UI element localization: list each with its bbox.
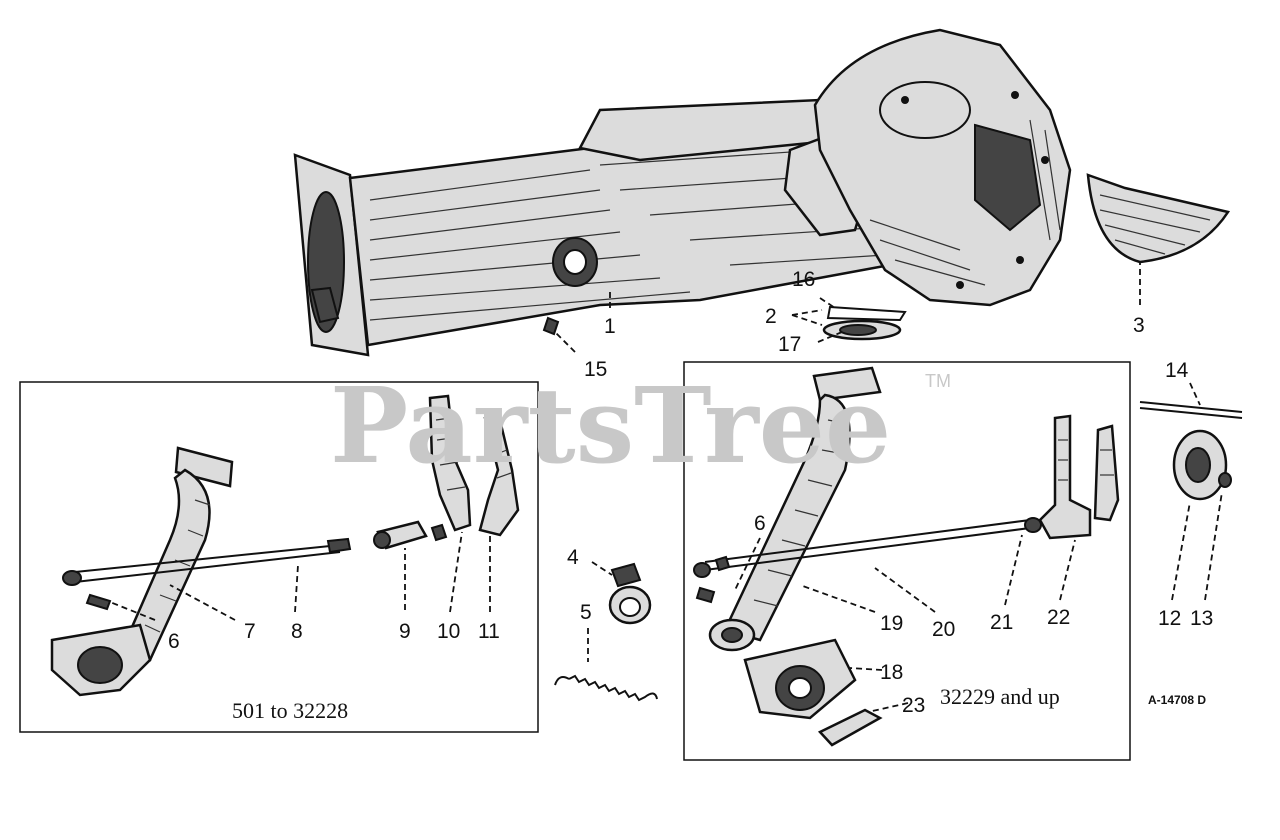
watermark-logo: PartsTree [330,364,891,487]
callout-1: 1 [604,315,616,338]
callout-4: 4 [567,546,579,569]
part-pedal-early [50,446,234,697]
part-pedal-late [708,366,882,652]
callout-12: 12 [1158,607,1181,630]
part-pin-right [695,586,716,604]
callout-23: 23 [902,694,925,717]
callout-13: 13 [1190,607,1213,630]
callout-17: 17 [778,333,801,356]
callout-8: 8 [291,620,303,643]
left-variant-box [19,381,539,733]
callout-21: 21 [990,611,1013,634]
part-housing [293,28,1072,357]
right-variant-box [683,361,1131,761]
callout-22: 22 [1047,606,1070,629]
part-gasket-assembly [822,305,907,341]
part-spring [554,674,658,702]
callout-2: 2 [765,305,777,328]
part-bracket [1024,414,1120,540]
callout-20: 20 [932,618,955,641]
callout-14: 14 [1165,359,1189,382]
part-rod-early [62,537,352,586]
right-box-range-label: 32229 and up [940,684,1060,709]
callout-numbers: 1 2 3 4 5 6 6 7 8 9 10 11 12 13 14 15 16… [168,268,1213,717]
callout-7: 7 [244,620,256,643]
part-yoke [373,520,448,550]
callout-3: 3 [1133,314,1145,337]
callout-19: 19 [880,612,903,635]
callout-9: 9 [399,620,411,643]
left-box-range-label: 501 to 32228 [232,698,348,723]
callout-5: 5 [580,601,592,624]
callout-6-left: 6 [168,630,180,653]
leader-lines [109,262,1223,713]
part-long-pin [1139,401,1243,419]
callout-16: 16 [792,268,815,291]
part-clamp [608,562,652,625]
watermark-trademark: TM [925,371,951,391]
callout-11: 11 [478,620,500,643]
part-hub [743,638,857,720]
callout-6-right: 6 [754,512,766,535]
part-lever-10 [428,394,472,532]
part-collar [1172,429,1232,501]
part-cover-shield [1086,173,1231,264]
part-lever-11 [478,410,520,537]
part-rod-late [693,519,1031,578]
part-plug [542,316,560,336]
callout-18: 18 [880,661,903,684]
callout-15: 15 [584,358,607,381]
callout-10: 10 [437,620,460,643]
figure-number: A-14708 D [1148,693,1206,707]
part-pin-left [85,593,112,611]
part-key [817,708,883,747]
